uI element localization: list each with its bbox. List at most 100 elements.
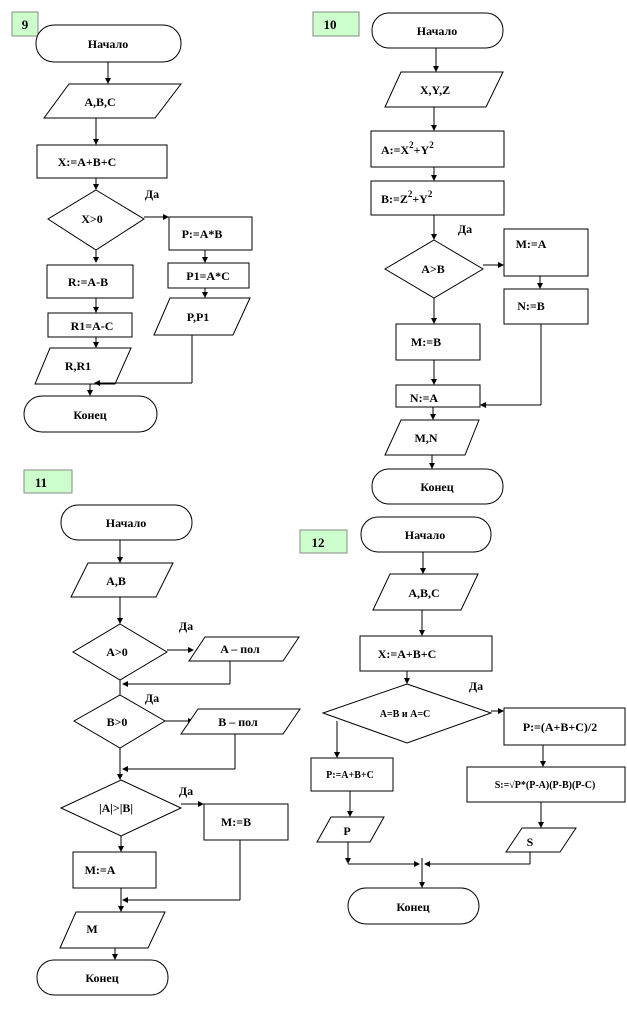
output-yes-label: P,P1	[187, 310, 210, 324]
m-yes-label: M:=B	[221, 815, 251, 829]
input-label: X,Y,Z	[420, 83, 450, 97]
output-2-label: B – пол	[218, 715, 258, 729]
output-parallelogram	[384, 419, 480, 456]
diagram-number-badge	[23, 469, 73, 494]
a-formula: A:=X2+Y2	[381, 140, 434, 157]
condition-label: A=B и A=C	[380, 709, 431, 720]
output-parallelogram	[59, 911, 166, 949]
diagram-number: 12	[312, 535, 325, 550]
output-2-parallelogram	[180, 708, 301, 735]
start-terminator	[360, 516, 492, 553]
z-exponent: 2	[408, 189, 413, 199]
sum-process	[359, 635, 493, 672]
end-label: Конец	[85, 971, 118, 985]
yes-2-label: Да	[145, 691, 159, 705]
m-yes-label: M:=A	[516, 237, 547, 251]
input-parallelogram	[372, 573, 479, 611]
output-p-parallelogram	[316, 816, 385, 843]
n-yes-process	[503, 288, 589, 325]
r-label: R:=A-B	[68, 275, 108, 289]
input-label: A,B,C	[84, 95, 115, 109]
r-process	[46, 264, 134, 299]
b-plus-y: +Y	[412, 192, 428, 206]
output-s-parallelogram	[505, 827, 577, 853]
start-label: Начало	[106, 516, 146, 530]
b-process	[370, 180, 505, 216]
start-label: Начало	[405, 528, 445, 542]
b-formula: B:=Z2+Y2	[381, 189, 433, 206]
condition-diamond	[321, 683, 493, 744]
yes-label: Да	[458, 222, 472, 236]
diagram-number-badge	[299, 529, 348, 554]
p-no-label: P:=A+B+C	[326, 770, 374, 781]
p-label: P:=A*B	[182, 227, 223, 241]
a-plus-y: +Y	[414, 143, 430, 157]
output-1-parallelogram	[188, 636, 300, 662]
r1-label: R1=A-C	[71, 319, 114, 333]
a-process	[370, 130, 505, 168]
output-1-label: A – пол	[220, 642, 260, 656]
p-process	[168, 216, 253, 251]
output-no-parallelogram	[34, 347, 132, 385]
flowchart-12: 12 Начало A,B,C X:=A+B+C A=B и A=C Да P:…	[299, 516, 626, 925]
condition-label: X>0	[81, 212, 103, 226]
end-terminator	[36, 959, 169, 996]
start-terminator	[60, 504, 193, 541]
output-label: M	[86, 922, 97, 936]
a-main: A:=X	[381, 143, 410, 157]
output-p-label: P	[343, 824, 350, 838]
flowchart-11: 11 Начало A,B A>0 Да A – пол B>0 Да B – …	[23, 469, 301, 996]
m-yes-process	[503, 228, 589, 277]
yes-label: Да	[469, 679, 483, 693]
n-no-process	[395, 384, 481, 408]
input-label: A,B	[106, 574, 126, 588]
m-no-label: M:=B	[411, 335, 441, 349]
m-no-label: M:=A	[85, 863, 116, 877]
condition-1-label: A>0	[106, 645, 128, 659]
output-label: M,N	[415, 431, 438, 445]
p-no-process	[310, 757, 394, 792]
m-yes-process	[203, 803, 289, 841]
diagram-number-badge	[312, 11, 360, 37]
x-exponent: 2	[409, 140, 414, 150]
s-label: S:=√P*(P-A)(P-B)(P-C)	[495, 780, 596, 791]
b-main: B:=Z	[381, 192, 408, 206]
yes-3-label: Да	[179, 784, 193, 798]
n-yes-label: N:=B	[517, 299, 545, 313]
diagram-number: 9	[22, 17, 29, 32]
sum-process	[36, 144, 168, 179]
p-yes-label: P:=(A+B+C)/2	[523, 720, 598, 734]
p1-label: P1=A*C	[186, 269, 230, 283]
flowchart-10: 10 Начало X,Y,Z A:=X2+Y2 B:=Z2+Y2 A>B Да…	[312, 11, 589, 505]
m-no-process	[72, 851, 157, 889]
input-parallelogram	[384, 71, 504, 108]
p-yes-process	[503, 707, 626, 746]
start-label: Начало	[88, 37, 128, 51]
output-no-label: R,R1	[65, 359, 91, 373]
input-label: A,B,C	[408, 586, 439, 600]
n-no-label: N:=A	[410, 391, 439, 405]
yes-1-label: Да	[179, 619, 193, 633]
start-label: Начало	[417, 24, 457, 38]
sum-label: X:=A+B+C	[378, 647, 437, 661]
end-label: Конец	[73, 408, 106, 422]
end-terminator	[347, 887, 480, 925]
input-parallelogram	[70, 562, 174, 598]
y-exponent: 2	[428, 189, 433, 199]
r1-process	[47, 312, 133, 338]
end-terminator	[371, 468, 504, 505]
end-terminator	[23, 395, 158, 433]
diagram-number: 11	[35, 475, 47, 490]
condition-2-label: B>0	[107, 715, 128, 729]
output-s-label: S	[527, 835, 534, 849]
flowchart-9: 9 Начало A,B,C X:=A+B+C X>0 Да P:=A*B P1…	[11, 11, 253, 433]
condition-label: A>B	[421, 262, 445, 276]
m-no-process	[395, 323, 481, 361]
diagram-number-badge	[11, 11, 39, 37]
yes-label: Да	[145, 187, 159, 201]
p1-process	[167, 262, 250, 289]
end-label: Конец	[396, 900, 429, 914]
input-parallelogram	[43, 83, 183, 119]
y-exponent: 2	[429, 140, 434, 150]
